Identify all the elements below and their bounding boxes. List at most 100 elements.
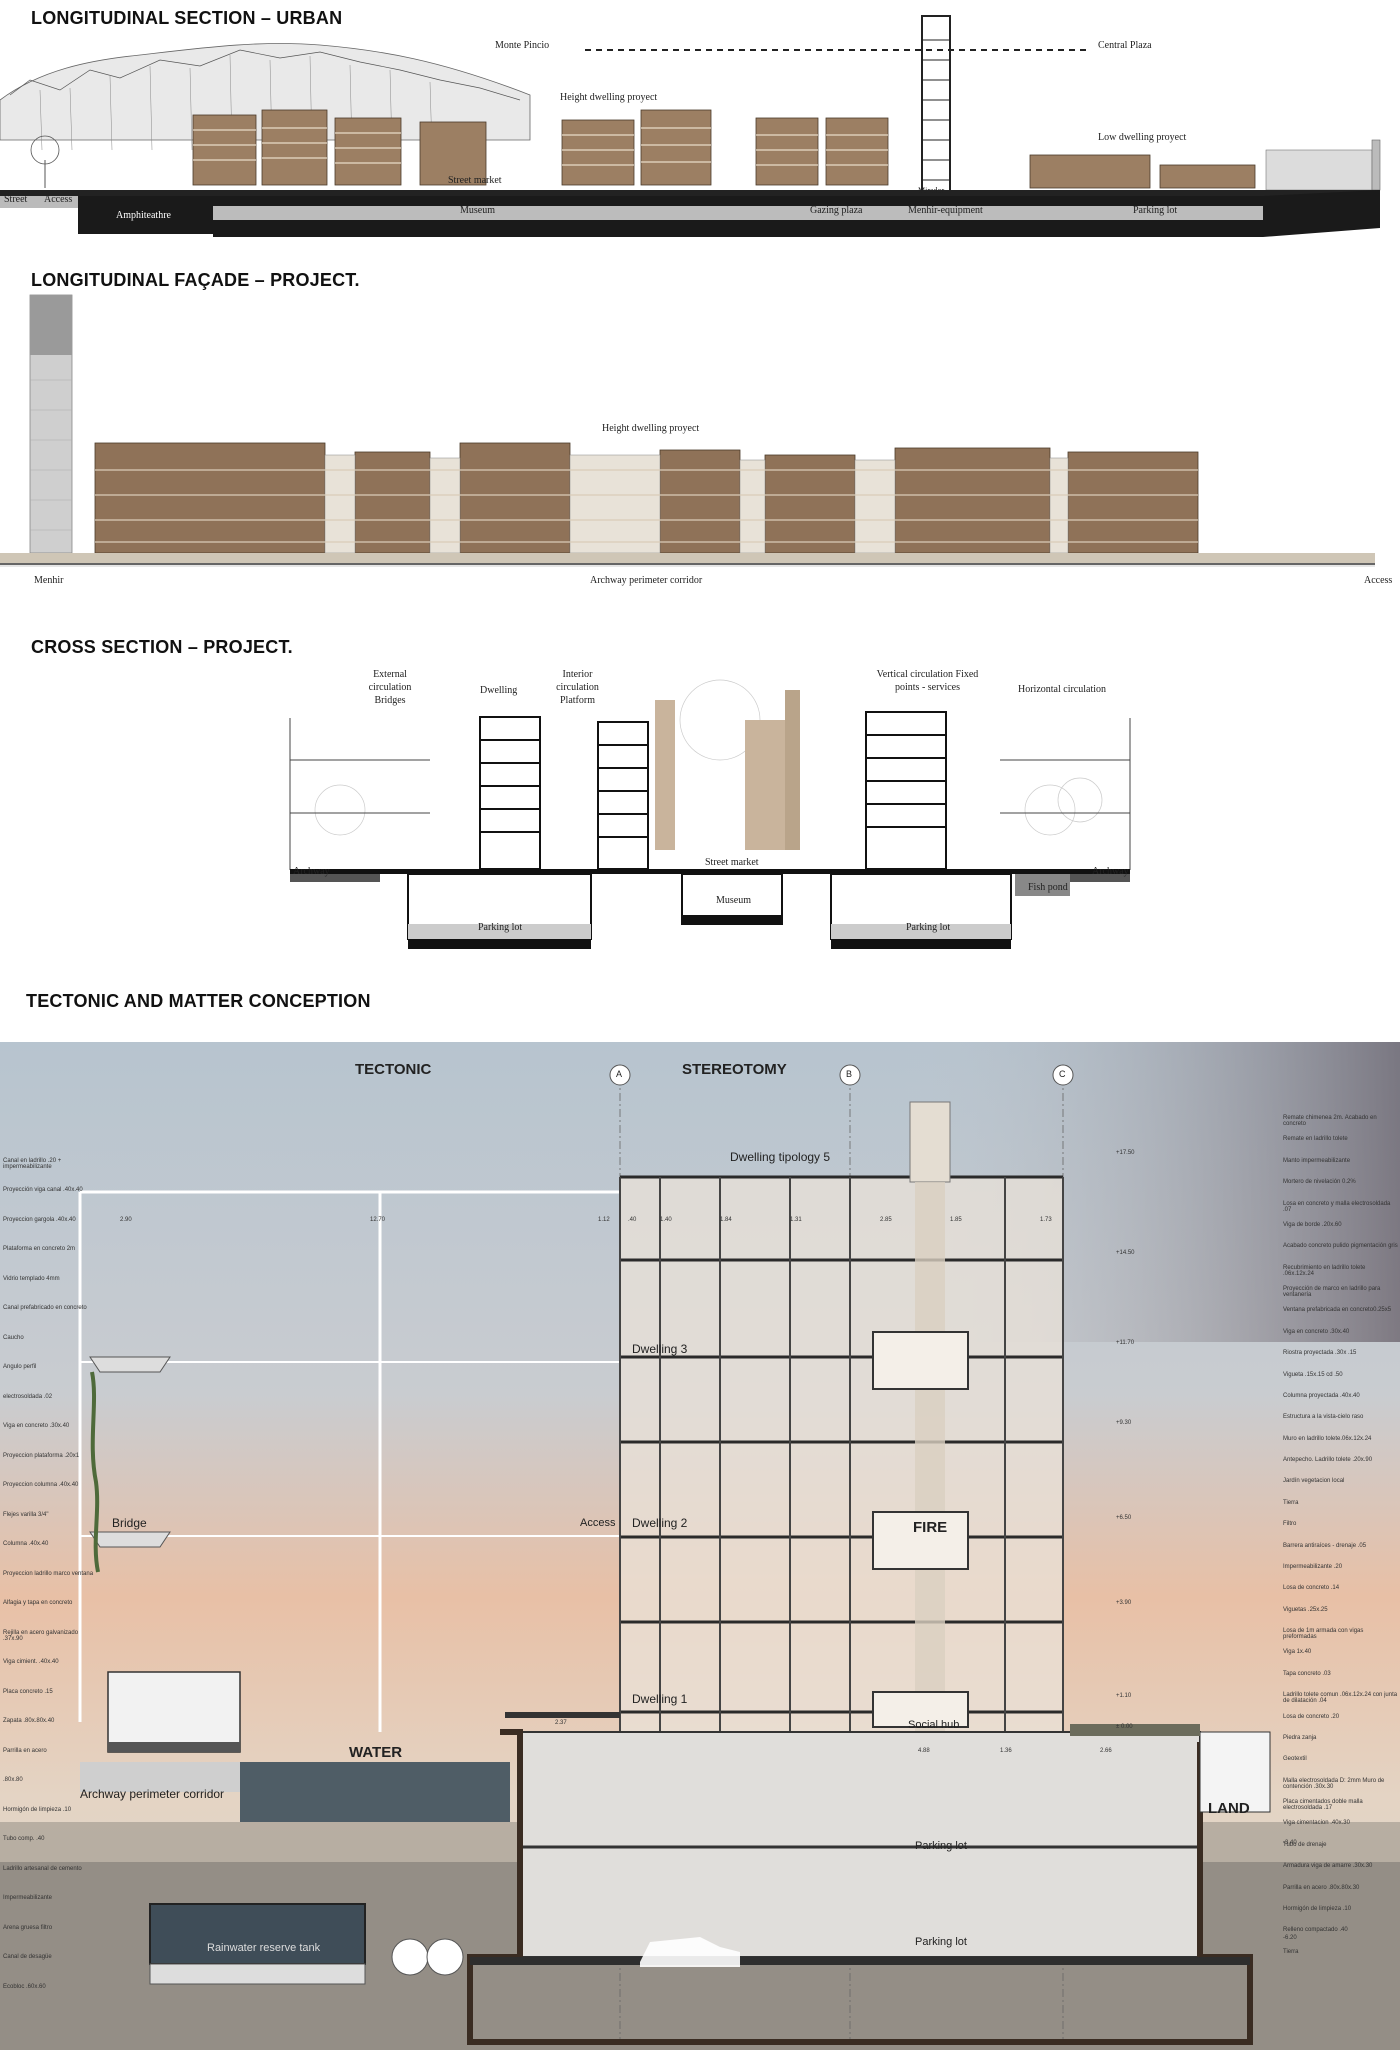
material-note-left: Impermeabilizante: [3, 1895, 53, 1902]
axis-b: B: [846, 1069, 853, 1079]
material-note-right: Viga 1x.40: [1283, 1649, 1312, 1656]
level-minus-3-40: -3.40: [1283, 1840, 1297, 1846]
material-note-right: Hormigón de limpieza .10: [1283, 1905, 1352, 1912]
dimension-label: 1.85: [950, 1217, 962, 1223]
material-note-right: Ventana prefabricada en concreto0.25x5: [1283, 1307, 1392, 1314]
label-street: Street: [4, 194, 28, 205]
material-note-left: Hormigón de limpieza .10: [3, 1806, 72, 1813]
label-archway-cross-right: Archway: [1092, 866, 1129, 877]
label-parking-lower: Parking lot: [915, 1936, 967, 1948]
label-parking-upper: Parking lot: [915, 1840, 967, 1852]
material-note-left: Proyeccion gargola .40x.40: [3, 1216, 76, 1223]
urban-section-drawing: [0, 15, 1381, 237]
label-street-market-urban: Street market: [448, 175, 502, 186]
axis-c: C: [1059, 1069, 1066, 1079]
material-note-right: Acabado concreto pulido pigmentación gri…: [1283, 1243, 1398, 1250]
dimension-label: 2.90: [120, 1217, 132, 1223]
material-note-right: Losa de concreto .20: [1283, 1713, 1340, 1720]
level-11-70: +11.70: [1116, 1340, 1135, 1346]
label-parking-urban: Parking lot: [1133, 205, 1178, 216]
material-note-left: Ecobloc .60x.60: [3, 1983, 46, 1990]
material-note-left: Proyeccion columna .40x.40: [3, 1482, 79, 1489]
material-note-left: Plataforma en concreto 2m: [3, 1246, 76, 1253]
material-note-left: Angulo perfil: [3, 1364, 37, 1371]
label-water: WATER: [349, 1744, 403, 1761]
material-note-left: Viga cimient. .40x.40: [3, 1659, 59, 1666]
material-note-right: Mortero de nivelación 0.2%: [1283, 1179, 1356, 1186]
material-note-left: Caucho: [3, 1334, 24, 1341]
material-note-left: electrosoldada .02: [3, 1393, 53, 1400]
material-note-left: Arena gruesa filtro: [3, 1924, 53, 1931]
material-note-left: Vidrio templado 4mm: [3, 1275, 60, 1282]
label-fire: FIRE: [913, 1519, 948, 1536]
dimension-label: 1.84: [720, 1217, 732, 1223]
material-note-left: Ladrillo artesanal de cemento: [3, 1865, 82, 1872]
label-horizontal-circulation: Horizontal circulation: [1018, 684, 1107, 695]
label-bridge: Bridge: [112, 1516, 147, 1530]
label-parking-cross-right: Parking lot: [906, 922, 951, 933]
label-access-tectonic: Access: [580, 1517, 616, 1529]
label-external-circulation: External circulation Bridges: [368, 669, 412, 706]
material-note-right: Viguetas .25x.25: [1283, 1606, 1328, 1613]
material-note-right: Viga cimentacion .40x.30: [1283, 1820, 1350, 1827]
dimension-label: 1.36: [1000, 1748, 1012, 1754]
material-note-left: Canal prefabricado en concreto: [3, 1305, 87, 1312]
material-note-right: Losa de 1m armada con vigas preformadas: [1283, 1628, 1364, 1640]
material-note-right: Viga de borde .20x.60: [1283, 1221, 1342, 1228]
level-3-90: +3.90: [1116, 1600, 1132, 1606]
material-note-left: Parrilla en acero: [3, 1747, 47, 1754]
material-note-right: Riostra proyectada .30x .15: [1283, 1350, 1357, 1357]
label-central-plaza: Central Plaza: [1098, 40, 1152, 51]
material-note-right: Relleno compactado .40: [1283, 1927, 1348, 1934]
material-note-left: .80x.80: [3, 1777, 23, 1784]
level-9-30: +9.30: [1116, 1420, 1132, 1426]
facade-drawing: [0, 294, 1375, 567]
material-note-left: Alfagia y tapa en concreto: [3, 1600, 73, 1607]
material-note-right: Tubo de drenaje: [1283, 1841, 1327, 1848]
material-note-right: Vigueta .15x.15 cd .50: [1283, 1371, 1343, 1378]
material-note-right: Remate chimenea 2m. Acabado en concreto: [1283, 1115, 1377, 1127]
material-note-right: Manto impermeabilizante: [1283, 1157, 1351, 1164]
label-gazing-plaza: Gazing plaza: [810, 205, 863, 216]
material-note-left: Proyeccion ladrillo marco ventana: [3, 1570, 94, 1577]
label-mirador: Mirador: [918, 186, 945, 195]
material-note-right: Recubrimiento en ladrillo tolete .06x.12…: [1283, 1264, 1366, 1277]
urban-section-heading: LONGITUDINAL SECTION – URBAN: [31, 8, 343, 28]
dimension-label: 1.40: [660, 1217, 672, 1223]
cross-section-drawing: [289, 679, 1131, 949]
dimension-label: 2.66: [1100, 1748, 1112, 1754]
label-height-dwelling-urban: Height dwelling proyect: [560, 92, 658, 103]
dimension-label: 1.73: [1040, 1217, 1052, 1223]
dimension-label: 12.70: [370, 1217, 386, 1223]
level-17-50: +17.50: [1116, 1150, 1135, 1156]
label-dwelling-cross: Dwelling: [480, 685, 518, 696]
material-note-right: Columna proyectada .40x.40: [1283, 1392, 1360, 1399]
material-note-right: Piedra zanja: [1283, 1734, 1317, 1741]
material-note-left: Rejilla en acero galvanizado .37x.90: [3, 1629, 79, 1642]
material-note-right: Placa cimentados doble malla electrosold…: [1283, 1799, 1363, 1811]
material-note-right: Muro en ladrillo tolete.06x.12x.24: [1283, 1435, 1372, 1442]
material-note-right: Impermeabilizante .20: [1283, 1563, 1343, 1570]
label-land: LAND: [1208, 1800, 1250, 1817]
material-note-left: Canal en ladrillo .20 + impermeabilizant…: [3, 1158, 62, 1170]
label-monte-pincio: Monte Pincio: [495, 40, 550, 51]
level-minus-6-20: -6.20: [1283, 1935, 1297, 1941]
label-access-urban: Access: [44, 194, 73, 205]
material-note-right: Viga en concreto .30x.40: [1283, 1328, 1350, 1335]
material-note-left: Flejes varilla 3/4": [3, 1511, 49, 1518]
material-note-right: Antepecho. Ladrillo tolete .20x.90: [1283, 1457, 1373, 1463]
axis-a: A: [616, 1069, 623, 1079]
material-note-left: Viga en concreto .30x.40: [3, 1423, 70, 1430]
material-note-left: Proyección viga canal .40x.40: [3, 1187, 83, 1194]
label-social-hub: Social hub: [908, 1719, 960, 1731]
label-rainwater-tank: Rainwater reserve tank: [207, 1942, 321, 1954]
label-dwelling-1: Dwelling 1: [632, 1692, 688, 1706]
label-menhir: Menhir: [34, 575, 64, 586]
label-stereotomy: STEREOTOMY: [682, 1061, 787, 1078]
label-museum-urban: Museum: [460, 205, 495, 216]
label-street-market-cross: Street market: [705, 857, 759, 868]
label-menhir-equipment: Menhir-equipment: [908, 205, 983, 216]
material-note-right: Tapa concreto .03: [1283, 1670, 1331, 1677]
dimension-label: 4.88: [918, 1748, 930, 1754]
material-note-right: Geotextil: [1283, 1756, 1307, 1763]
